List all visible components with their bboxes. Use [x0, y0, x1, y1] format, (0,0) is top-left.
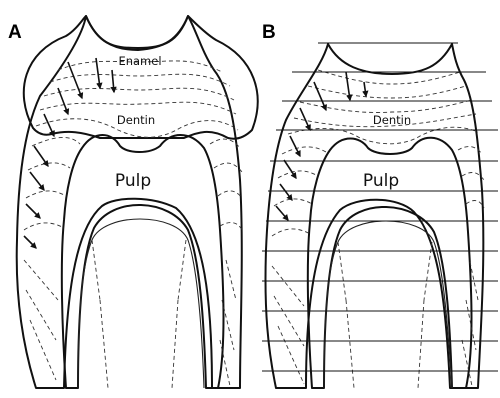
arrow: [346, 72, 350, 100]
arrow: [364, 82, 366, 96]
arrow: [112, 70, 114, 92]
arrow: [68, 62, 82, 98]
panel-b: B: [262, 22, 498, 388]
panel-b-letter: B: [262, 22, 276, 43]
incremental-lines-a: [24, 61, 242, 388]
arrow: [276, 206, 288, 220]
arrow: [58, 88, 68, 114]
panel-a: A: [8, 16, 258, 388]
arrow: [44, 114, 54, 136]
pulp-label: Pulp: [363, 171, 399, 191]
arrow: [96, 58, 100, 88]
pulp-label: Pulp: [115, 171, 151, 191]
panel-a-letter: A: [8, 22, 22, 43]
tooth-outline: [17, 16, 242, 388]
dentin-label: Dentin: [373, 113, 411, 127]
enamel-label: Enamel: [118, 54, 161, 68]
arrow: [280, 184, 292, 200]
arrow: [30, 172, 44, 190]
dentin-label: Dentin: [117, 113, 155, 127]
growth-arrows-b: [276, 72, 366, 220]
arrow: [26, 204, 40, 218]
root-canal-outline: [78, 219, 204, 388]
arrow: [284, 160, 296, 178]
arrow: [34, 146, 48, 166]
arrow: [24, 236, 36, 248]
arrow: [290, 136, 300, 156]
arrow: [300, 108, 310, 130]
